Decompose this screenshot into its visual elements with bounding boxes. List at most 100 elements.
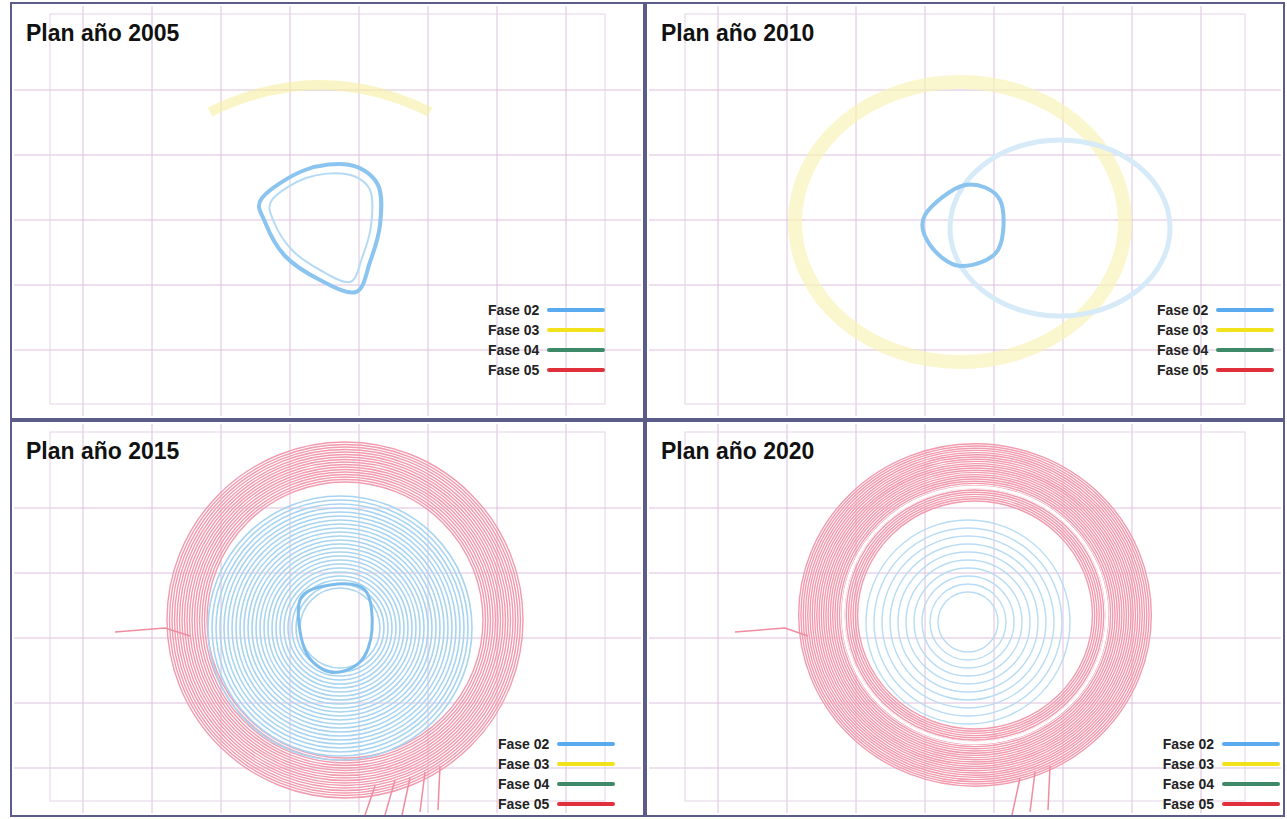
grid-line [649,573,1281,574]
legend-swatch [1222,802,1280,806]
grid-line [83,6,84,416]
bench-contour [190,465,501,776]
bench-contour [228,516,452,740]
bench-contour [930,584,1006,660]
phase-contour [210,85,430,112]
phase-legend: Fase 02Fase 03Fase 04Fase 05 [488,302,605,378]
bench-contour [205,480,486,761]
legend-entry: Fase 05 [1163,796,1280,812]
bench-contour [268,556,412,700]
legend-label: Fase 04 [488,342,539,358]
legend-entry: Fase 04 [1163,776,1280,792]
bench-contour [922,576,1014,668]
pit-2005 [210,85,430,293]
bench-contour [180,455,511,786]
grid-line [566,6,567,416]
bench-contour [170,445,521,796]
legend-swatch [1216,348,1274,352]
grid-line [14,220,641,221]
haul-road [365,786,375,815]
bench-contour [810,455,1140,775]
grid-line [359,6,360,416]
bench-contour [839,483,1110,746]
plan-panel: Plan año 2015 [10,420,645,817]
legend-entry: Fase 04 [1157,342,1274,358]
grid-line [718,424,719,813]
legend-entry: Fase 03 [1163,756,1280,772]
legend-entry: Fase 04 [498,776,615,792]
bench-contour [292,580,388,676]
grid-line [1201,424,1202,813]
bench-contour [938,592,998,652]
legend-swatch [1216,368,1274,372]
legend-label: Fase 02 [1163,736,1214,752]
grid-line [566,424,567,813]
map-grid [14,6,641,416]
legend-label: Fase 03 [1157,322,1208,338]
bench-contour [172,447,518,793]
legend-swatch [547,368,605,372]
pit-2015 [115,442,523,815]
legend-entry: Fase 02 [498,736,615,752]
bench-contour [898,552,1038,692]
bench-contour [284,572,396,684]
grid-line [649,285,1281,286]
grid-line [1132,6,1133,416]
bench-contour [853,497,1097,734]
legend-entry: Fase 05 [498,796,615,812]
bench-contour [272,560,408,696]
bench-contour [801,446,1149,784]
grid-line [649,220,1281,221]
bench-contour [240,528,440,728]
bench-contour [828,472,1122,757]
legend-swatch [1222,782,1280,786]
legend-label: Fase 04 [1157,342,1208,358]
legend-swatch [557,762,615,766]
bench-contour [185,460,506,781]
bench-contour [192,467,498,773]
grid-line [787,6,788,416]
legend-label: Fase 02 [1157,302,1208,318]
legend-entry: Fase 03 [1157,322,1274,338]
legend-label: Fase 05 [498,796,549,812]
bench-contour [824,468,1127,762]
bench-contour [195,470,496,771]
grid-line [718,6,719,416]
bench-contour [236,524,444,732]
grid-line [221,6,222,416]
bench-contour [207,482,483,758]
grid-line [649,90,1281,91]
bench-contour [819,464,1131,767]
pit-2010 [795,82,1170,362]
grid-line [1132,424,1133,813]
bench-contour [846,490,1104,740]
bench-contour [200,475,491,766]
bench-contour [826,470,1124,760]
bench-contour [849,492,1102,738]
phase-contour [950,140,1170,316]
haul-road [420,772,425,812]
haul-road [1030,772,1035,812]
phase-contour [259,164,381,293]
grid-line [925,424,926,813]
bench-contour [817,461,1133,768]
bench-contour [300,588,380,668]
grid-line [290,6,291,416]
legend-swatch [547,328,605,332]
grid-line [649,508,1281,509]
bench-contour [175,450,516,791]
panel-title: Plan año 2020 [661,438,814,465]
legend-entry: Fase 05 [488,362,605,378]
phase-contour [922,184,1003,266]
bench-contour [844,488,1106,742]
haul-road [1048,766,1050,810]
bench-contour [187,462,503,778]
plan-panel: Plan año 2005 [10,2,645,420]
bench-contour [837,481,1113,749]
bench-contour [264,552,416,704]
bench-contour [280,568,400,688]
bench-contour [812,457,1137,773]
bench-contour [212,500,468,756]
map-frame [50,432,605,801]
map-grid [649,6,1281,416]
